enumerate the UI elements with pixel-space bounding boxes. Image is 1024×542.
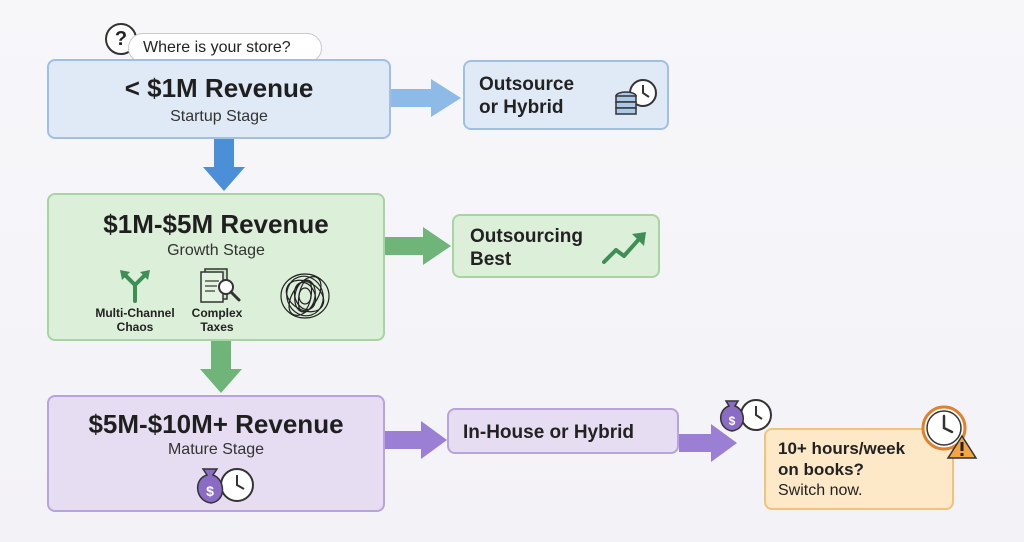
result-outsource-hybrid-box: Outsource or Hybrid [463, 60, 669, 130]
challenge-label-1: Multi-Channel Chaos [95, 306, 175, 334]
result-line-1: Outsourcing [470, 226, 583, 247]
alert-box [764, 428, 954, 510]
stage-growth-title: $1M-$5M Revenue [103, 209, 329, 239]
clock-warning-icon [921, 405, 978, 459]
alert-subtitle: Switch now. [778, 482, 863, 499]
result-inhouse-hybrid-box: In-House or Hybrid [447, 408, 679, 454]
stage-startup-box: < $1M Revenue Startup Stage [47, 59, 391, 139]
svg-text:$: $ [206, 483, 214, 499]
arrow-down-icon [203, 139, 245, 191]
tax-document-magnifier-icon [200, 268, 241, 303]
stage-mature-title: $5M-$10M+ Revenue [88, 409, 344, 439]
result-line-1: Outsource [479, 74, 575, 95]
question-text: Where is your store? [143, 39, 291, 56]
stage-growth-subtitle: Growth Stage [167, 242, 265, 259]
svg-text:$: $ [729, 414, 736, 428]
arrow-right-icon [385, 227, 451, 265]
arrow-right-icon [679, 424, 737, 462]
result-line-2: or Hybrid [479, 97, 564, 118]
arrow-right-icon [391, 79, 461, 117]
money-bag-clock-icon: $ [197, 468, 254, 504]
result-outsourcing-best-box: Outsourcing Best [452, 214, 660, 278]
result-line-1: In-House or Hybrid [463, 422, 635, 443]
alert-title: 10+ hours/week on books? [778, 439, 906, 479]
arrow-right-icon [385, 421, 447, 459]
money-bag-clock-icon: $ [720, 399, 772, 432]
coins-clock-icon [615, 79, 657, 115]
result-line-2: Best [470, 249, 512, 270]
split-arrows-icon [120, 270, 150, 303]
challenge-label-2: Complex Taxes [191, 306, 243, 334]
stage-growth-box: $1M-$5M Revenue Growth Stage Multi-Chann… [47, 193, 385, 341]
tangled-scribble-icon [280, 273, 330, 319]
stage-mature-box: $5M-$10M+ Revenue Mature Stage $ [47, 395, 385, 512]
trend-up-icon [602, 232, 646, 264]
arrow-down-icon [200, 341, 242, 393]
stage-startup-title: < $1M Revenue [124, 73, 314, 103]
stage-mature-subtitle: Mature Stage [167, 441, 265, 458]
stage-startup-subtitle: Startup Stage [170, 108, 268, 125]
